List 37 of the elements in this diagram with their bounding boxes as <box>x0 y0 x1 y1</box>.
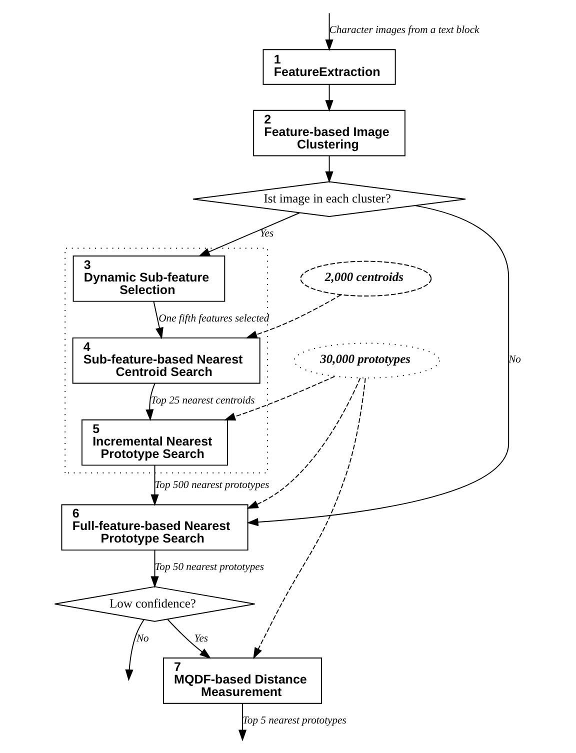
edge-label: Top 500 nearest prototypes <box>154 480 270 492</box>
edge-label: No <box>508 354 521 366</box>
edge-label: Yes <box>194 633 208 644</box>
arrow <box>325 84 334 112</box>
node-box: 6 Full-feature-based Nearest Prototype Search <box>61 504 248 551</box>
arrow <box>153 300 164 340</box>
node-box: 5 Incremental Nearest Prototype Search <box>82 419 228 466</box>
arrow <box>150 464 159 506</box>
node-box: 7 MQDF-based Distance Measurement <box>162 658 322 704</box>
arrow <box>246 294 342 338</box>
node-box: 2 Feature-based Image Clustering <box>253 110 406 156</box>
edge-label: Yes <box>260 228 274 240</box>
edge-label: Top 25 nearest centroids <box>150 395 255 406</box>
node-box: 4 Sub-feature-based Nearest Centroid Search <box>72 337 260 384</box>
edge-label: Top 5 nearest prototypes <box>242 715 346 726</box>
arrow <box>150 550 159 588</box>
arrow <box>253 378 366 660</box>
arrow <box>125 619 144 682</box>
node-diamond: Low confidence? <box>54 586 256 622</box>
edge-label: Character images from a text block <box>329 25 480 36</box>
arrow <box>167 619 212 659</box>
edge-label: One fifth features selected <box>158 313 270 324</box>
node-box: 3 Dynamic Sub-feature Selection <box>72 256 226 302</box>
arrow <box>146 383 156 421</box>
arrow <box>325 155 334 183</box>
node-ellipse: 30,000 prototypes <box>294 342 440 378</box>
node-diamond: Ist image in each cluster? <box>192 181 466 217</box>
arrow <box>325 12 334 52</box>
arrow <box>246 205 510 526</box>
arrow <box>238 702 247 742</box>
edge-label: Top 50 nearest prototypes <box>154 562 264 574</box>
edge-label: No <box>136 633 149 644</box>
node-ellipse: 2,000 centroids <box>300 260 432 296</box>
arrow <box>224 376 336 420</box>
node-box: 1 FeatureExtraction <box>262 49 396 85</box>
arrow <box>198 212 300 256</box>
arrow <box>246 377 361 509</box>
